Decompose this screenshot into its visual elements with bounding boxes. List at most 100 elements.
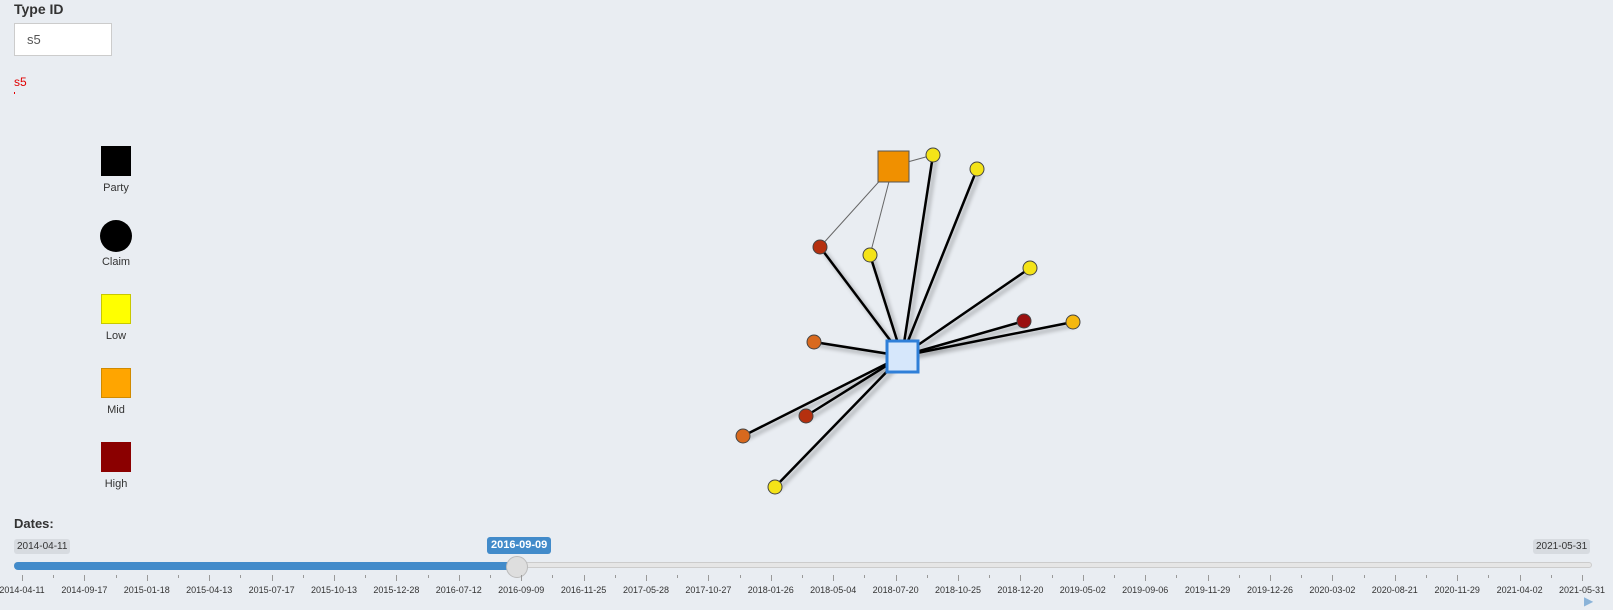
slider-tick-minor [365, 575, 367, 578]
slider-tick [334, 575, 335, 581]
claim-node-low[interactable] [767, 479, 783, 495]
type-id-label: Type ID [14, 1, 64, 17]
slider-tick [958, 575, 959, 581]
slider-tick [1020, 575, 1022, 581]
network-edge [901, 320, 1074, 358]
legend-party: Party [90, 146, 142, 194]
slider-tick-label: 2018-10-25 [934, 585, 982, 595]
slider-tick [22, 575, 23, 581]
type-id-input[interactable] [14, 23, 112, 56]
slider-tick-label: 2015-04-13 [186, 585, 233, 595]
slider-tick-minor [552, 575, 554, 578]
slider-tick [209, 575, 211, 581]
legend-low: Low [90, 294, 142, 342]
claim-node-high[interactable] [1016, 313, 1032, 329]
network-edge [901, 266, 1031, 358]
slider-tick [1270, 575, 1271, 581]
slider-tick-label: 2019-09-06 [1122, 585, 1169, 595]
slider-tick-label: 2015-12-28 [373, 585, 420, 595]
slider-tick-label: 2014-09-17 [61, 585, 108, 595]
network-edge [900, 154, 935, 357]
low-square-icon [101, 294, 131, 324]
legend-label-mid: Mid [107, 404, 125, 416]
slider-tick-label: 2015-07-17 [248, 585, 295, 595]
party-square-icon [101, 146, 131, 176]
slider-tick-minor [1238, 575, 1240, 578]
network-edge [868, 254, 904, 357]
slider-tick-label: 2020-11-29 [1434, 585, 1480, 595]
slider-tick-minor [614, 575, 616, 578]
slider-handle[interactable] [506, 556, 528, 578]
network-graph[interactable] [0, 0, 1613, 510]
slider-tick-minor [240, 575, 242, 578]
slider-tick-label: 2015-01-18 [123, 585, 170, 595]
slider-tick-minor [490, 575, 491, 578]
slider-tick-label: 2017-05-28 [622, 585, 670, 595]
claim-node-low[interactable] [862, 247, 878, 263]
slider-tick-minor [427, 575, 429, 578]
slider-tick-label: 2016-09-09 [498, 585, 545, 595]
slider-max-badge: 2021-05-31 [1533, 539, 1591, 554]
slider-tick [271, 575, 273, 581]
selected-party-node[interactable] [885, 339, 920, 374]
legend-label-party: Party [103, 182, 129, 194]
legend-label-claim: Claim [101, 256, 131, 268]
slider-tick-minor [1363, 575, 1365, 578]
slider-fill [14, 562, 519, 570]
play-icon[interactable]: ▶ [1584, 594, 1594, 608]
mid-square-icon [101, 368, 131, 398]
slider-tick-minor [302, 575, 304, 578]
slider-tick [84, 575, 86, 581]
legend-mid: Mid [90, 368, 142, 416]
slider-min-badge: 2014-04-11 [14, 539, 71, 554]
slider-tick-minor [677, 575, 679, 578]
slider-tick-label: 2018-01-26 [747, 585, 794, 595]
slider-tick [770, 575, 772, 581]
slider-tick-label: 2019-05-02 [1059, 585, 1106, 595]
slider-tick [458, 575, 460, 581]
legend-claim: Claim [90, 220, 142, 268]
claim-circle-icon [100, 220, 132, 252]
slider-tick-minor [53, 575, 55, 578]
output-marker [14, 92, 15, 94]
slider-tick [833, 575, 835, 581]
slider-tick-minor [1176, 575, 1178, 578]
slider-tick [1582, 575, 1583, 581]
slider-tick [521, 575, 523, 581]
slider-tick-minor [115, 575, 117, 578]
claim-node-red[interactable] [812, 239, 828, 255]
slider-tick-minor [1426, 575, 1427, 578]
slider-tick-minor [1301, 575, 1303, 578]
slider-tick-minor [1550, 575, 1552, 578]
slider-tick-minor [1488, 575, 1490, 578]
slider-tick [1082, 575, 1084, 581]
slider-tick-label: 2019-11-29 [1184, 585, 1231, 595]
slider-tick [1519, 575, 1521, 581]
network-edge [819, 246, 903, 357]
slider-tick-label: 2019-12-26 [1246, 585, 1294, 595]
dates-label: Dates: [14, 516, 54, 531]
slider-tick-label: 2020-08-21 [1371, 585, 1418, 595]
slider-tick-label: 2021-04-02 [1496, 585, 1543, 595]
claim-node-low[interactable] [1022, 260, 1038, 276]
slider-tick [708, 575, 710, 581]
legend-high: High [90, 442, 142, 490]
claim-node-low[interactable] [1065, 314, 1081, 330]
network-edge [900, 168, 979, 357]
slider-tick-label: 2016-07-12 [435, 585, 482, 595]
slider-tick-minor [926, 575, 928, 578]
claim-node-red[interactable] [798, 408, 814, 424]
claim-node-low[interactable] [925, 147, 941, 163]
slider-tick-label: 2014-04-11 [0, 585, 45, 595]
claim-node-orange[interactable] [806, 334, 822, 350]
high-square-icon [101, 442, 131, 472]
slider-tick [1332, 575, 1334, 581]
claim-node-low[interactable] [969, 161, 985, 177]
slider-tick-label: 2017-10-27 [685, 585, 732, 595]
slider-tick [895, 575, 897, 581]
party-node-mid[interactable] [877, 150, 910, 183]
network-edge [901, 319, 1025, 358]
claim-node-orange[interactable] [735, 428, 751, 444]
slider-tick-minor [178, 575, 179, 578]
slider-tick-label: 2016-11-25 [560, 585, 607, 595]
